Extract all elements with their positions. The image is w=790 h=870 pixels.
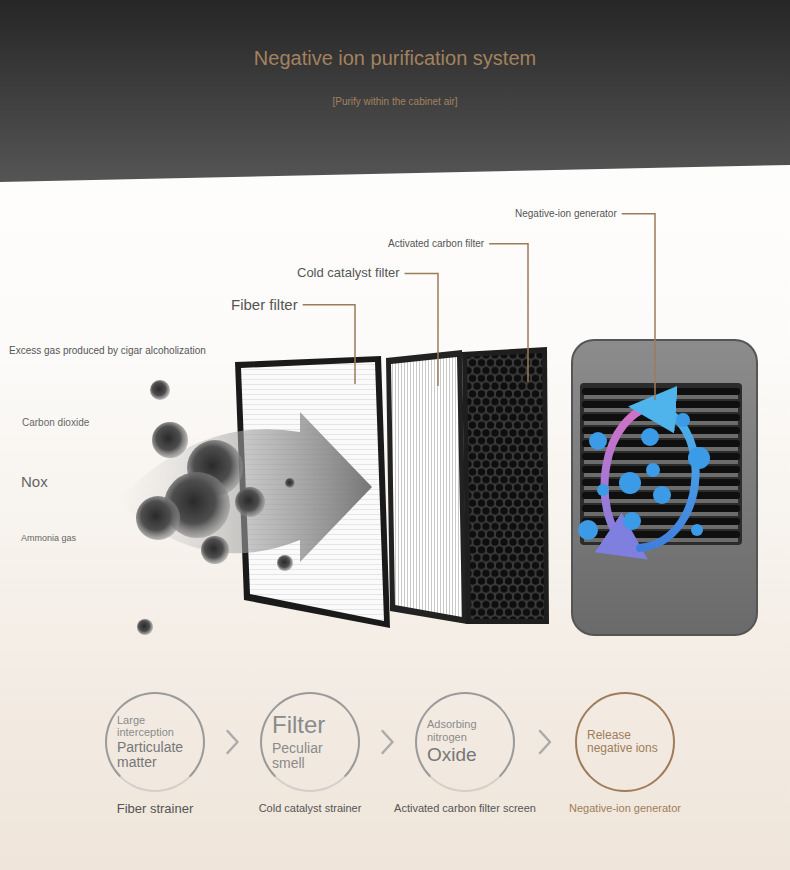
gas-label: Excess gas produced by cigar alcoholizat…	[9, 345, 206, 357]
gas-molecules	[136, 380, 295, 635]
step-circle: Release negative ions	[575, 692, 675, 792]
step-caption: Fiber strainer	[80, 802, 230, 816]
step-chevron	[228, 731, 238, 753]
step-text: Adsorbing nitrogenOxide	[427, 718, 503, 765]
step-node: Release negative ionsNegative-ion genera…	[550, 692, 700, 814]
gas-label: Nox	[21, 473, 48, 490]
step-caption: Cold catalyst strainer	[235, 802, 385, 814]
part-label: Negative-ion generator	[515, 208, 617, 220]
step-chevron	[540, 731, 550, 753]
step-node: FilterPeculiar smellCold catalyst strain…	[235, 692, 385, 814]
gas-label: Carbon dioxide	[22, 417, 89, 429]
step-text-line: Release negative ions	[587, 729, 663, 755]
diagram-title: Negative ion purification system	[0, 47, 790, 70]
part-label: Cold catalyst filter	[297, 266, 400, 281]
step-text: Release negative ions	[587, 729, 663, 755]
gas-flow-arrow	[118, 412, 372, 562]
step-text: FilterPeculiar smell	[272, 712, 348, 771]
step-chevron	[383, 731, 393, 753]
step-caption: Negative-ion generator	[550, 802, 700, 814]
subtitle: [Purify within the cabinet air]	[0, 96, 790, 108]
step-circle: FilterPeculiar smell	[260, 692, 360, 792]
leader-line	[405, 273, 438, 386]
header-band	[0, 0, 790, 182]
ion-flow-arrow	[605, 404, 662, 546]
step-text-line: Peculiar smell	[272, 741, 348, 772]
carbon-honeycomb	[467, 353, 544, 619]
step-circle: Adsorbing nitrogenOxide	[415, 692, 515, 792]
step-node: Adsorbing nitrogenOxideActivated carbon …	[390, 692, 540, 814]
step-circle: Large interceptionParticulate matter	[105, 692, 205, 792]
ion-flow-arrow	[640, 408, 696, 548]
part-label: Activated carbon filter	[388, 238, 484, 250]
negative-ions	[578, 413, 710, 540]
step-text-line: Particulate matter	[117, 740, 193, 771]
cold-catalyst-mesh	[391, 357, 462, 617]
step-text-line: Filter	[272, 712, 348, 738]
part-label: Fiber filter	[231, 296, 298, 313]
gas-label: Ammonia gas	[21, 533, 76, 543]
leader-line	[303, 305, 355, 384]
step-node: Large interceptionParticulate matterFibe…	[80, 692, 230, 816]
cold-catalyst-frame	[386, 350, 467, 624]
leader-line	[622, 214, 655, 400]
step-caption: Activated carbon filter screen	[390, 802, 540, 814]
leader-line	[489, 244, 528, 382]
step-text-line: Large interception	[117, 714, 193, 738]
step-text: Large interceptionParticulate matter	[117, 714, 193, 771]
step-text-line: Oxide	[427, 745, 503, 766]
generator-housing	[572, 340, 757, 635]
carbon-filter-frame	[462, 347, 549, 624]
step-text-line: Adsorbing nitrogen	[427, 718, 503, 742]
